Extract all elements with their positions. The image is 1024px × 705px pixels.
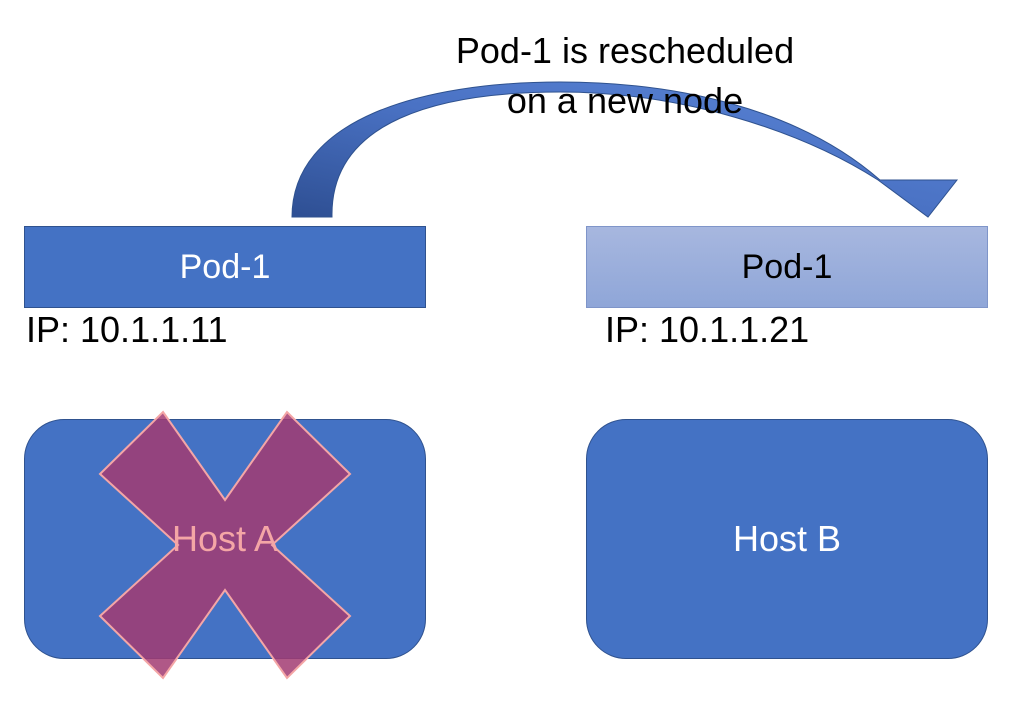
host-b: Host B <box>586 419 988 659</box>
cross-icon <box>98 410 352 680</box>
pod-new-ip: IP: 10.1.1.21 <box>605 309 810 350</box>
caption-line-2: on a new node <box>506 80 744 121</box>
pod-old-ip: IP: 10.1.1.11 <box>26 309 228 350</box>
arrow-body <box>291 81 959 218</box>
pod-new-label: Pod-1 <box>741 247 833 286</box>
reschedule-caption: Pod-1 is rescheduled on a new node <box>380 26 870 126</box>
host-a-label: Host A <box>171 518 279 559</box>
cross-shape <box>98 410 352 680</box>
host-a <box>24 419 426 659</box>
pod-old: Pod-1 <box>24 226 426 308</box>
pod-old-label: Pod-1 <box>179 247 271 286</box>
pod-new: Pod-1 <box>586 226 988 308</box>
caption-line-1: Pod-1 is rescheduled <box>455 30 795 71</box>
host-b-label: Host B <box>732 518 842 559</box>
